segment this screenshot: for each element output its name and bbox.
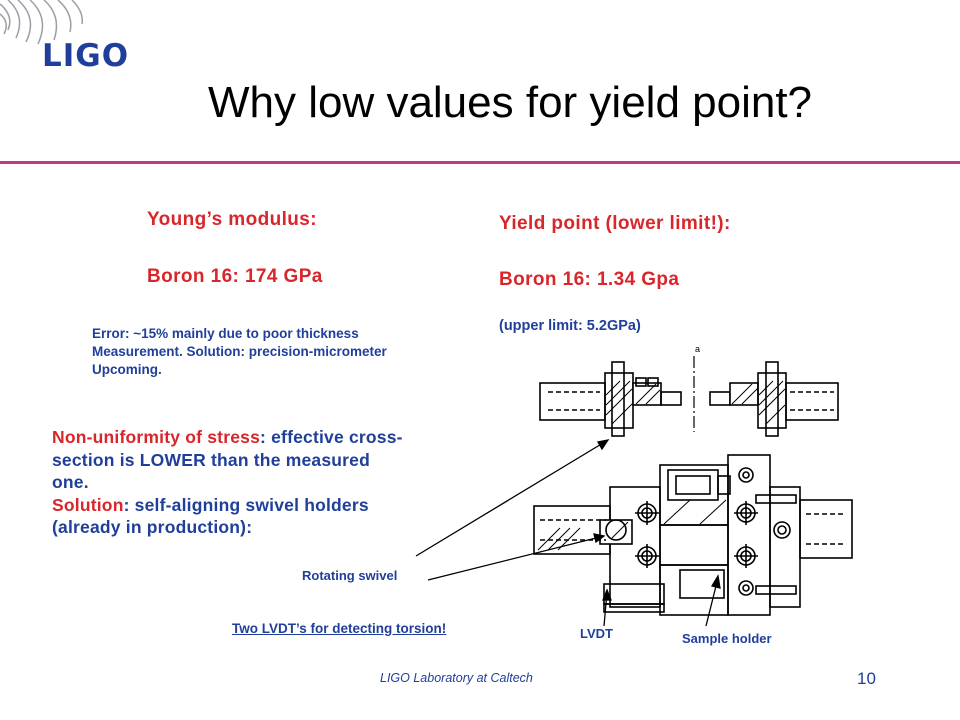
solution-text: : self-aligning swivel holders (123, 494, 369, 515)
yield-point-label: Yield point (lower limit!): (499, 213, 731, 234)
error-note: Error: ~15% mainly due to poor thickness… (92, 325, 387, 379)
error-note-line: Upcoming. (92, 362, 162, 377)
solution-term: Solution (52, 494, 124, 515)
sample-holder-label: Sample holder (682, 631, 772, 646)
two-lvdt-link[interactable]: Two LVDT’s for detecting torsion! (232, 621, 447, 636)
nonuniformity-text: one. (52, 472, 89, 492)
nonuniformity-text: section is LOWER than the measured (52, 449, 370, 470)
section-mark: a (695, 344, 700, 354)
drawing-part (539, 382, 606, 421)
ligo-logo-waves-icon (0, 0, 84, 45)
nonuniformity-paragraph: Non-uniformity of stress: effective cros… (52, 426, 482, 539)
nonuniformity-text: : effective cross- (260, 427, 403, 447)
error-note-line: Error: ~15% mainly due to poor thickness (92, 326, 359, 341)
youngs-modulus-value: Boron 16: 174 GPa (147, 266, 323, 287)
page-title: Why low values for yield point? (207, 78, 813, 127)
page-number: 10 (857, 669, 876, 688)
rotating-swivel-label: Rotating swivel (302, 568, 398, 583)
upper-limit-note: (upper limit: 5.2GPa) (499, 318, 641, 334)
solution-text: (already in production): (52, 517, 253, 537)
error-note-line: Measurement. Solution: precision-microme… (92, 344, 387, 359)
title-divider (0, 161, 960, 164)
footer-caption: LIGO Laboratory at Caltech (380, 671, 533, 685)
yield-point-value: Boron 16: 1.34 Gpa (499, 269, 680, 290)
nonuniformity-term: Non-uniformity of stress (52, 427, 261, 447)
lvdt-label: LVDT (580, 626, 613, 641)
youngs-modulus-label: Young’s modulus: (147, 209, 317, 230)
drawing-part (604, 372, 634, 429)
ligo-logo: LIGO (42, 38, 130, 74)
